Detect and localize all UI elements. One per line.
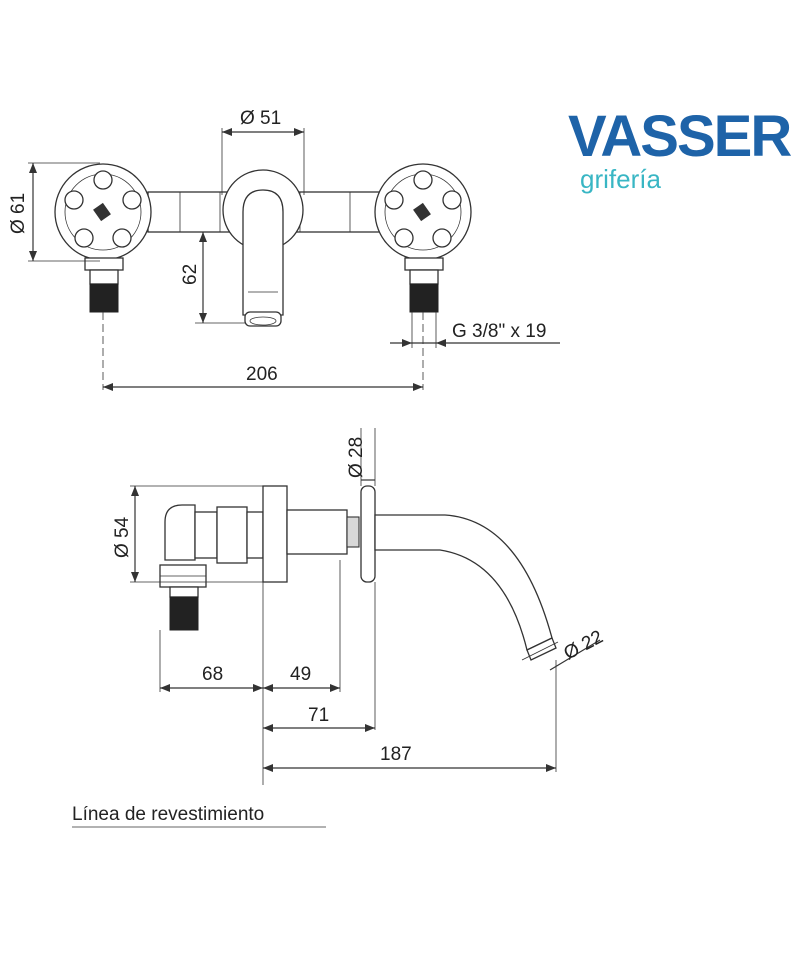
side-elbow — [164, 504, 196, 561]
front-right-handle — [374, 163, 472, 313]
front-left-thread — [89, 283, 119, 313]
caption-text: Línea de revestimiento — [72, 804, 264, 825]
caption-group: Línea de revestimiento — [72, 804, 326, 828]
front-right-thread — [409, 283, 439, 313]
dim-side-depth-c: 71 — [308, 705, 329, 726]
front-left-handle — [54, 163, 152, 313]
dim-front-thread: G 3/8" x 19 — [452, 321, 546, 342]
side-wall-plate — [262, 485, 288, 583]
brand-logo: VASSER grifería — [568, 104, 793, 194]
side-thread — [169, 596, 199, 631]
side-view: Ø 28 Ø 54 Ø 22 68 49 71 187 — [112, 428, 607, 785]
dim-side-flange-diameter: Ø 28 — [346, 437, 367, 478]
dim-side-depth-total: 187 — [380, 744, 412, 765]
side-spout — [374, 514, 553, 651]
dim-side-depth-b: 49 — [290, 664, 311, 685]
front-spout — [242, 189, 284, 316]
brand-subtitle: grifería — [580, 164, 661, 194]
dim-front-height: 62 — [180, 264, 201, 285]
dim-side-depth-a: 68 — [202, 664, 223, 685]
dim-front-spout-diameter: Ø 51 — [240, 108, 281, 129]
dim-front-width: 206 — [246, 364, 278, 385]
front-view: Ø 51 Ø 61 62 G 3/8" x 19 206 — [8, 108, 560, 391]
dim-side-body-diameter: Ø 54 — [112, 516, 133, 558]
brand-name: VASSER — [568, 104, 791, 169]
dim-front-handle-diameter: Ø 61 — [8, 193, 29, 234]
dim-side-outlet-diameter: Ø 22 — [560, 627, 606, 665]
side-flange — [360, 485, 376, 583]
